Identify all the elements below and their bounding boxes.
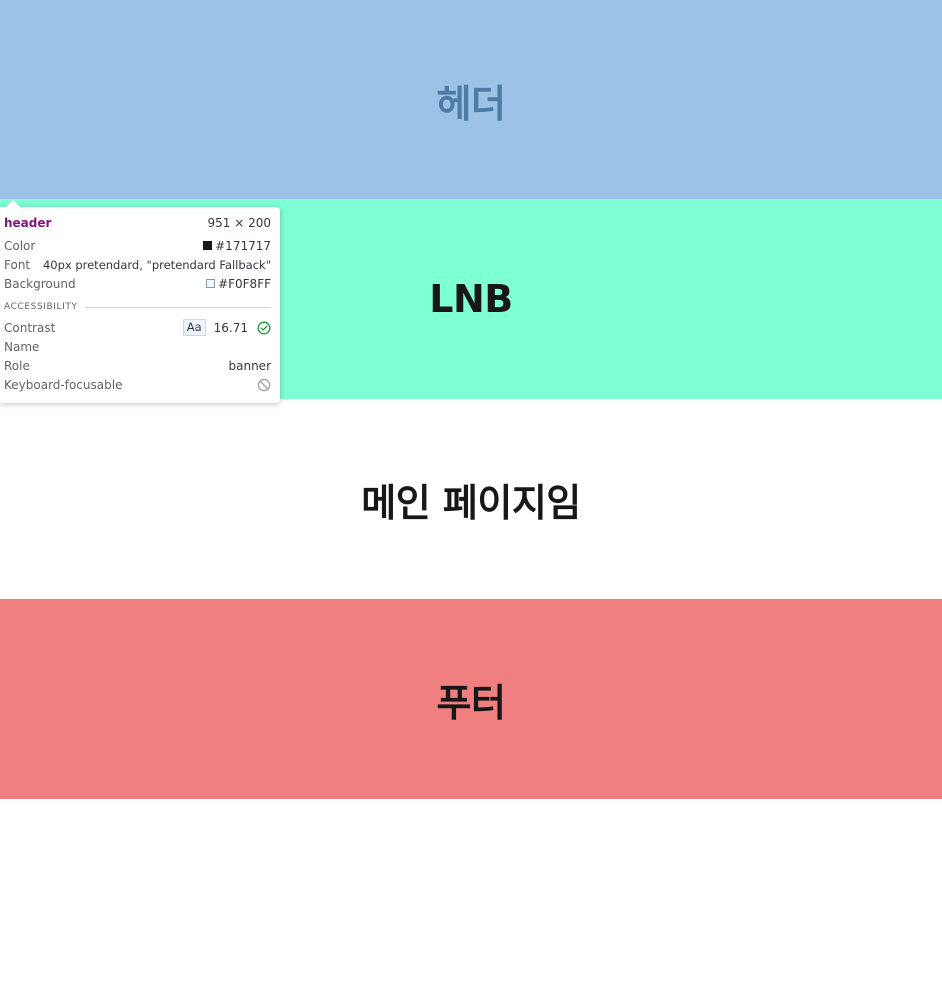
accessibility-heading-text: ACCESSIBILITY: [4, 302, 78, 312]
role-value: banner: [228, 358, 272, 373]
role-label: Role: [4, 358, 30, 373]
lnb-title: LNB: [429, 277, 513, 321]
keyboard-focusable-label: Keyboard-focusable: [4, 377, 123, 392]
contrast-label: Contrast: [4, 320, 56, 335]
tooltip-title-row: header 951 × 200: [4, 213, 271, 233]
color-swatch: [203, 241, 213, 250]
keyboard-focusable-row: Keyboard-focusable: [4, 375, 271, 394]
contrast-row: Contrast Aa 16.71: [4, 318, 271, 337]
tooltip-arrow: [6, 200, 20, 207]
background-label: Background: [4, 276, 76, 291]
element-tag: header: [4, 216, 52, 230]
background-row: Background #F0F8FF: [4, 274, 271, 293]
background-swatch: [206, 279, 216, 288]
footer-title: 푸터: [436, 680, 506, 725]
main-title: 메인 페이지임: [361, 480, 581, 525]
color-row: Color #171717: [4, 236, 271, 255]
name-row: Name: [4, 337, 271, 356]
color-label: Color: [4, 238, 36, 253]
contrast-badge: Aa: [182, 319, 206, 336]
font-label: Font: [4, 257, 31, 272]
check-circle-icon: [257, 321, 271, 334]
header-title: 헤더: [436, 81, 506, 126]
main-section: 메인 페이지임: [0, 399, 942, 599]
role-row: Role banner: [4, 356, 271, 375]
accessibility-divider: [84, 306, 271, 308]
page-header: 헤더: [0, 0, 942, 200]
font-value: 40px pretendard, "pretendard Fallback": [42, 257, 271, 272]
name-label: Name: [4, 339, 40, 354]
color-value: #171717: [215, 238, 271, 253]
accessibility-heading: ACCESSIBILITY: [4, 298, 271, 316]
contrast-value: 16.71: [213, 320, 248, 335]
font-row: Font 40px pretendard, "pretendard Fallba…: [4, 255, 271, 274]
background-value: #F0F8FF: [218, 276, 271, 291]
devtools-inspect-tooltip: header 951 × 200 Color #171717 Font 40px…: [0, 200, 280, 403]
not-allowed-icon: [257, 378, 271, 391]
page-footer: 푸터: [0, 599, 942, 799]
element-dimensions: 951 × 200: [207, 216, 272, 230]
